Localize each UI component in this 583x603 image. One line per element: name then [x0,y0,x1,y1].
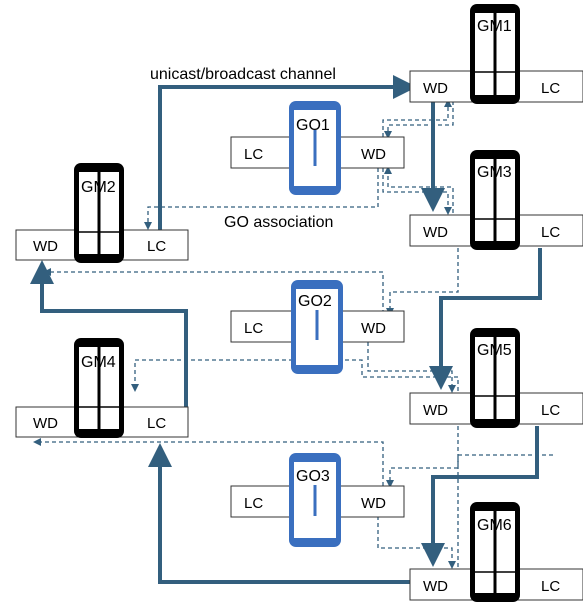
go2-name: GO2 [298,293,332,310]
gm6-lc-label: LC [541,578,560,595]
gm1-lc-label: LC [541,80,560,97]
go2-lc-label: LC [244,320,263,337]
go2-phone-icon [291,280,343,374]
gm5-wd-label: WD [423,402,448,419]
go1-node: LC WD GO1 [230,101,405,195]
gm3-to-go1-link [384,166,454,213]
go3-lc-label: LC [244,495,263,512]
gm6-to-gm4-channel [148,443,412,584]
gm3-lc-label: LC [541,224,560,241]
gm1-phone-icon [470,4,520,104]
unicast-channel-caption: unicast/broadcast channel [150,66,336,83]
gm3-node: WD LC GM3 [409,150,583,250]
gm5-node: WD LC GM5 [409,328,583,428]
go2-node: LC WD GO2 [230,280,405,374]
go3-phone-icon [289,453,341,547]
gm2-node: WD LC GM2 [15,163,189,263]
go3-to-gm4-link [33,438,384,486]
gm5-phone-icon [470,328,520,428]
gm2-wd-label: WD [33,238,58,255]
gm5-to-gm6-channel [421,426,539,567]
go1-lc-label: LC [244,146,263,163]
go1-name: GO1 [296,117,330,134]
gm5-lc-label: LC [541,402,560,419]
go1-to-gm2-link [144,168,379,230]
gm3-name: GM3 [477,164,512,181]
go1-wd-label: WD [361,146,386,163]
gm1-name: GM1 [477,18,512,35]
gm6-to-go3-link [457,454,553,567]
gm2-lc-label: LC [147,238,166,255]
go3-to-gm6-link [377,516,456,569]
gm2-phone-icon [74,163,124,263]
gm5-to-go2-link [131,359,459,392]
broadcast-channel-links [30,75,542,584]
go2-wd-label: WD [361,320,386,337]
gm3-phone-icon [470,150,520,250]
gm5-name: GM5 [477,342,512,359]
gm6-phone-icon [470,502,520,602]
gm5-to-go3-link [386,426,459,488]
gm4-phone-icon [74,338,124,438]
go1-to-gm3-link [382,168,452,215]
gm2-to-gm1-channel [158,75,417,230]
go-association-caption: GO association [224,214,333,231]
go1-phone-icon [289,101,341,195]
gm4-wd-label: WD [33,415,58,432]
gm3-to-go2-link [386,248,459,316]
go3-wd-label: WD [361,495,386,512]
gm4-name: GM4 [81,354,116,371]
gm1-node: WD LC GM1 [409,4,583,104]
gm6-wd-label: WD [423,578,448,595]
go3-node: LC WD GO3 [230,453,405,547]
gm3-wd-label: WD [423,224,448,241]
gm3-to-gm5-channel [429,248,542,390]
go2-to-gm2-link [43,268,384,314]
gm6-name: GM6 [477,517,512,534]
gm4-node: WD LC GM4 [15,338,189,438]
gm6-node: WD LC GM6 [409,502,583,602]
go3-name: GO3 [296,468,330,485]
gm4-lc-label: LC [147,415,166,432]
gm4-to-gm2-channel [30,260,188,407]
gm2-name: GM2 [81,179,116,196]
gm1-wd-label: WD [423,80,448,97]
gm1-to-go1-link [384,101,454,139]
go1-to-gm1-link [382,99,452,137]
